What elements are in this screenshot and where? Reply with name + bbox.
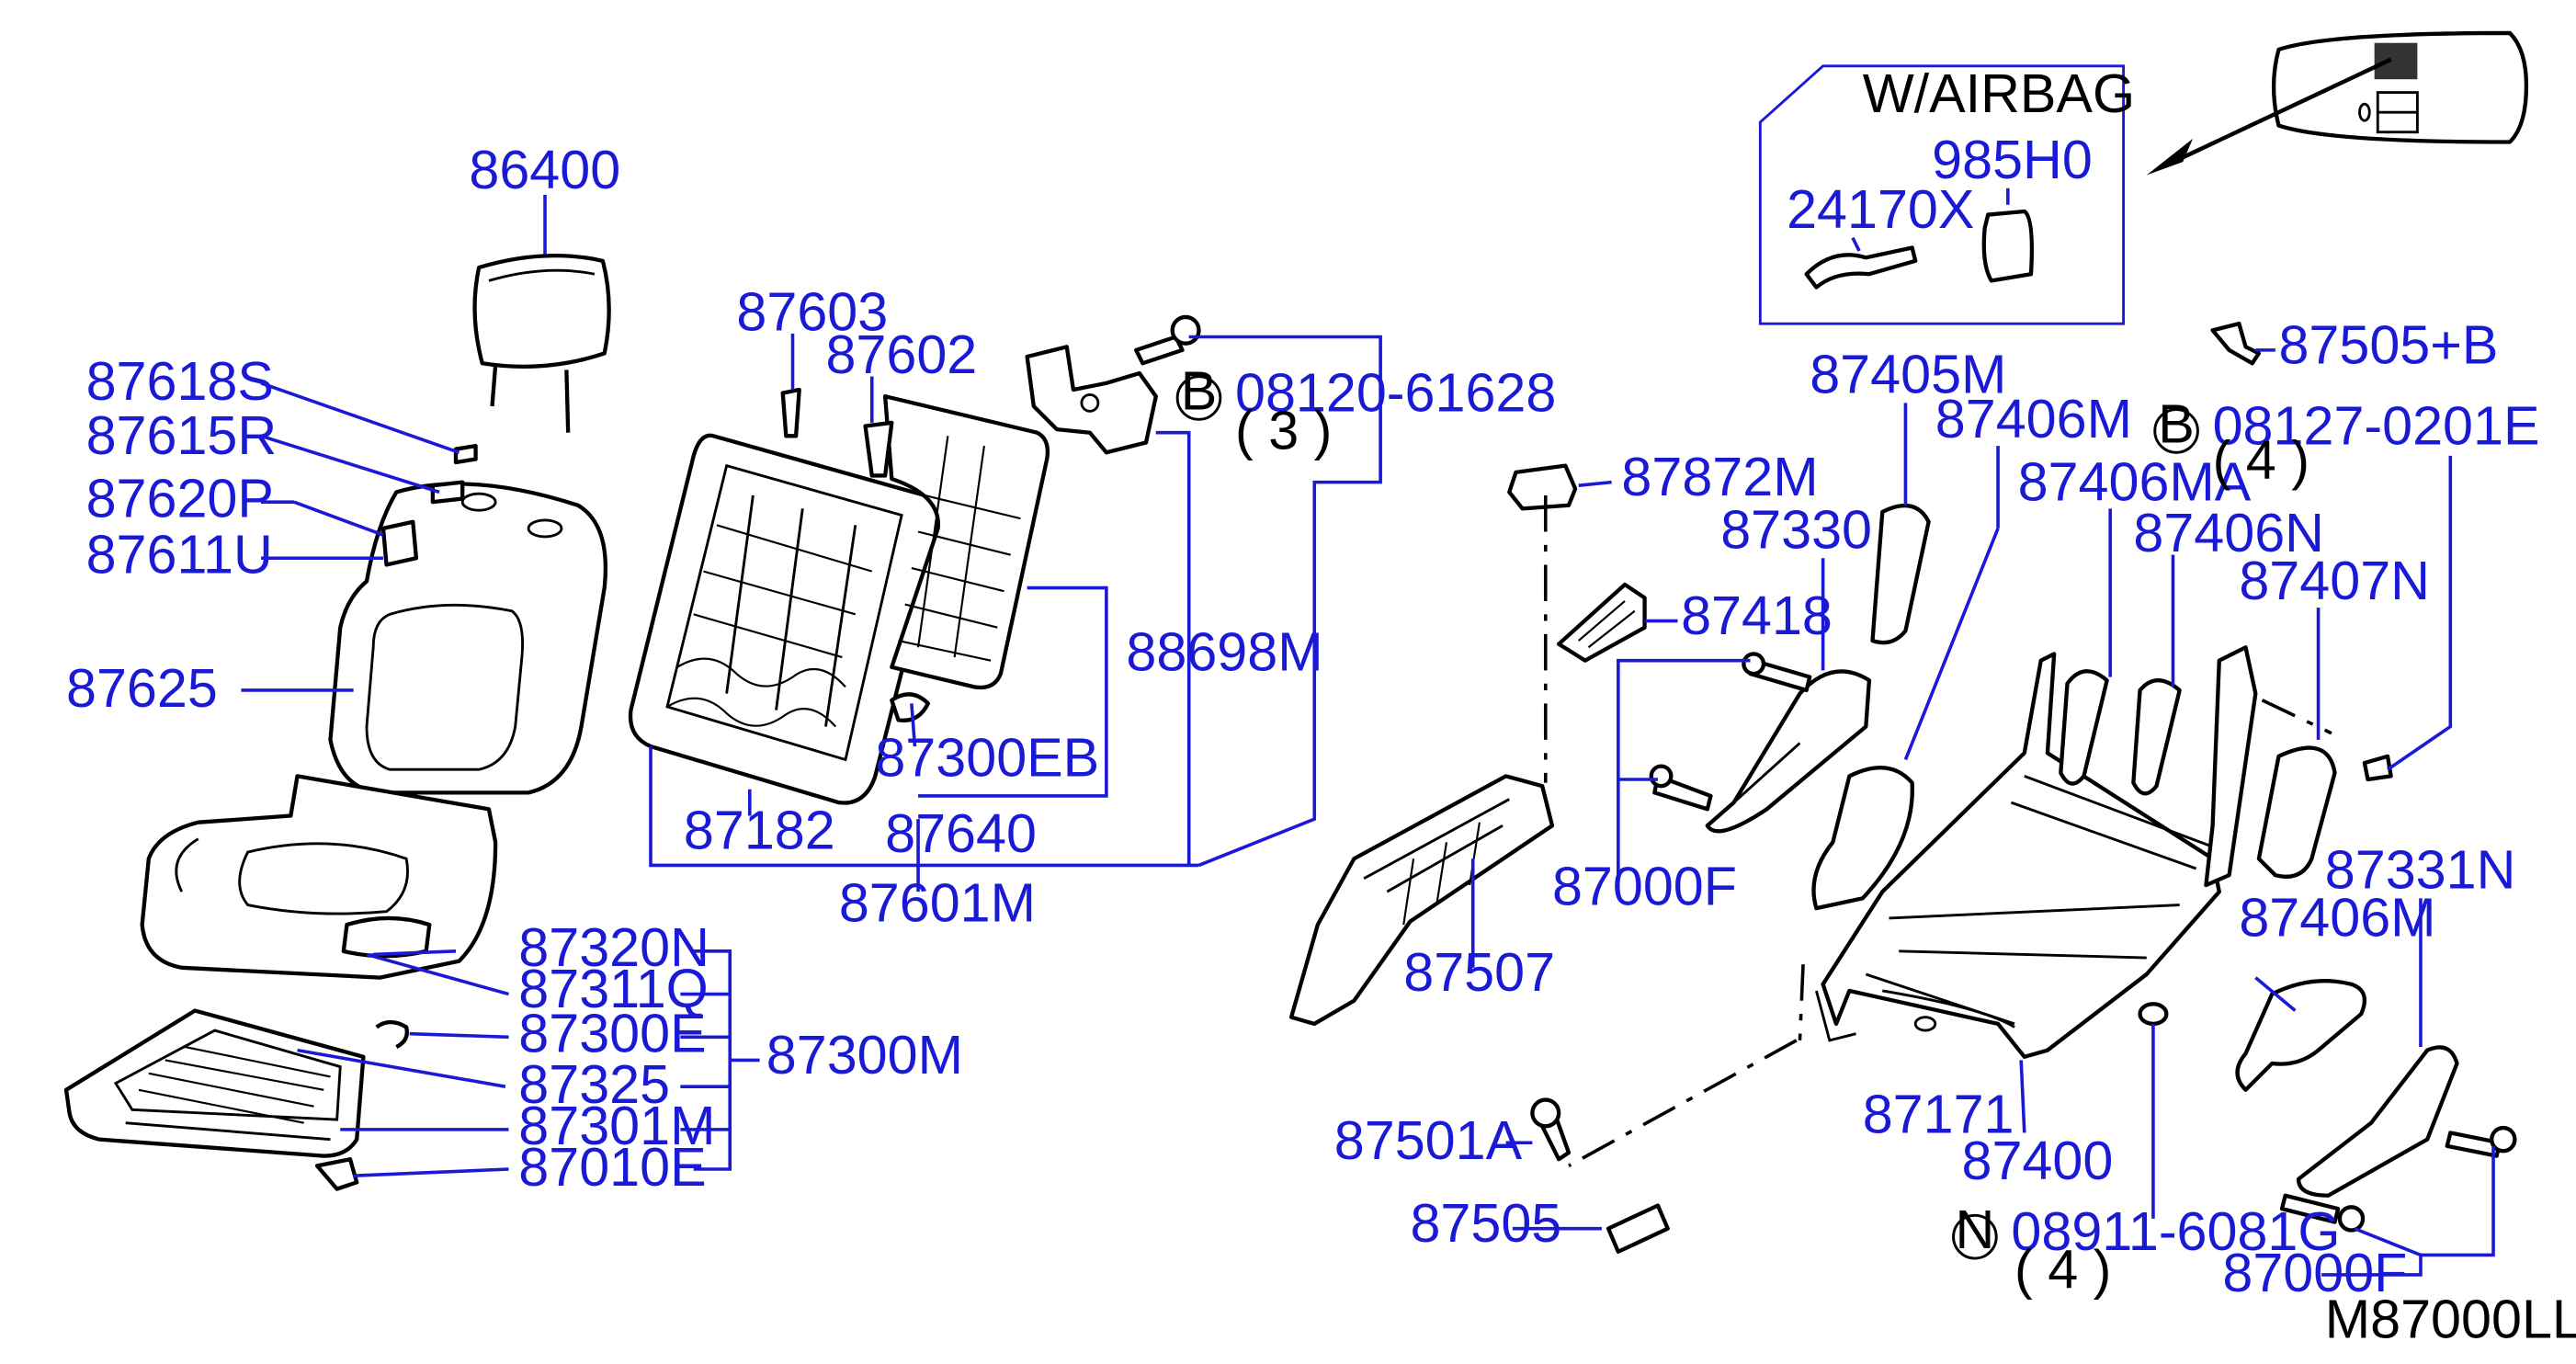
label-87406MA: 87406MA xyxy=(2018,450,2252,512)
label-87171: 87171 xyxy=(1863,1083,2014,1144)
label-87000F-right: 87000F xyxy=(2222,1242,2407,1303)
seat-cushion-drawing xyxy=(140,774,498,980)
bolt-code: 08120-61628 xyxy=(1235,361,1556,423)
small-clips-left xyxy=(314,1019,409,1191)
label-87615R: 87615R xyxy=(86,404,278,466)
label-985H0: 985H0 xyxy=(1932,129,2093,190)
label-88698M: 88698M xyxy=(1126,620,1322,682)
bolt-callout-08120: B 08120-61628 ( 3 ) xyxy=(1175,360,1556,461)
vehicle-location-icon xyxy=(2146,30,2529,176)
label-87507: 87507 xyxy=(1403,941,1555,1003)
label-24170X: 24170X xyxy=(1787,178,1974,240)
airbag-box: W/AIRBAG 24170X 985H0 xyxy=(1758,63,2135,325)
label-87325: 87325 xyxy=(518,1053,670,1115)
label-87331N: 87331N xyxy=(2325,839,2516,901)
bolt-qty: ( 3 ) xyxy=(1235,400,1332,461)
back-board-drawing xyxy=(882,394,1050,690)
leader-lines xyxy=(241,195,2495,1277)
label-87505: 87505 xyxy=(1410,1192,1561,1254)
seatback-frame-drawing xyxy=(628,433,941,805)
label-87406M-top: 87406M xyxy=(1935,388,2132,449)
label-87300M: 87300M xyxy=(766,1024,963,1086)
bolt-badge: N xyxy=(1955,1199,1994,1260)
label-87501A: 87501A xyxy=(1334,1109,1523,1171)
bolt-code: 08127-0201E xyxy=(2213,394,2540,456)
bolt-code: 08911-6081G xyxy=(2011,1200,2340,1262)
small-parts-right xyxy=(1507,321,2517,1254)
label-87640: 87640 xyxy=(885,802,1037,864)
label-86400: 86400 xyxy=(469,139,620,200)
label-87311Q: 87311Q xyxy=(518,958,709,1019)
label-87405M: 87405M xyxy=(1810,344,2006,405)
cushion-frame-drawing xyxy=(63,1008,366,1158)
label-87611U: 87611U xyxy=(86,523,273,585)
bolt-callout-08911: N 08911-6081G ( 4 ) xyxy=(1952,1199,2341,1300)
label-87602: 87602 xyxy=(825,324,977,385)
bracket-88698M-drawing xyxy=(1025,345,1158,455)
label-87505B: 87505+B xyxy=(2278,313,2498,375)
label-87182: 87182 xyxy=(684,799,835,860)
label-87301M: 87301M xyxy=(518,1095,715,1156)
label-87010E: 87010E xyxy=(518,1136,706,1198)
headrest-drawing xyxy=(472,253,611,433)
label-87406M-right: 87406M xyxy=(2239,887,2435,949)
part-labels: 86400 87618S 87615R 87620P 87611U 87625 … xyxy=(66,139,2515,1303)
label-87603: 87603 xyxy=(736,280,888,342)
label-87300E: 87300E xyxy=(518,1002,706,1063)
label-87418: 87418 xyxy=(1681,585,1833,646)
label-87406N: 87406N xyxy=(2133,502,2324,563)
armrest-bracket-drawing xyxy=(1556,582,1872,834)
label-87625: 87625 xyxy=(66,657,218,719)
label-87620P: 87620P xyxy=(86,467,274,529)
label-87320N: 87320N xyxy=(518,916,709,978)
bolt-qty: ( 4 ) xyxy=(2213,429,2309,491)
seat-frame-drawing xyxy=(1815,645,2258,1059)
side-cover-87507-drawing xyxy=(1288,774,1555,1027)
bolt-qty: ( 4 ) xyxy=(2014,1238,2111,1300)
recliner-covers-drawing xyxy=(1811,504,2459,1198)
diagram-code: M87000LL xyxy=(2325,1288,2576,1349)
seatback-pad-drawing xyxy=(328,443,608,795)
bolt-badge: B xyxy=(1181,360,1218,422)
label-87618S: 87618S xyxy=(86,350,274,412)
label-87872M: 87872M xyxy=(1621,446,1818,507)
bolt-badge: B xyxy=(2158,392,2195,454)
label-87400: 87400 xyxy=(1962,1130,2114,1191)
label-87000F-left: 87000F xyxy=(1552,856,1737,917)
label-87330: 87330 xyxy=(1720,498,1872,560)
airbag-box-title: W/AIRBAG xyxy=(1863,63,2135,124)
label-87300EB: 87300EB xyxy=(875,726,1099,788)
label-87601M: 87601M xyxy=(839,872,1036,934)
bolt-callout-08127: B 08127-0201E ( 4 ) xyxy=(2153,392,2540,491)
label-87407N: 87407N xyxy=(2239,550,2430,611)
